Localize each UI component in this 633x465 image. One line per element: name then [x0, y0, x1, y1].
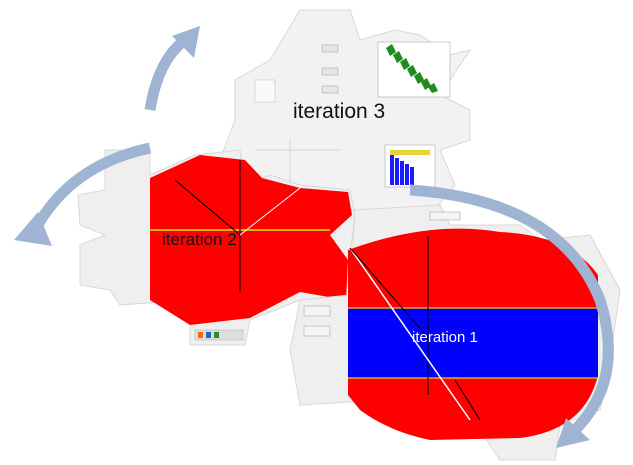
- gear-3-button-1: [321, 44, 339, 53]
- cycle-arrow-top-icon: [144, 35, 189, 111]
- gear-3-chart-1-marks: [386, 44, 438, 93]
- gear-1-top-tab: [429, 211, 461, 221]
- iteration-1-label: iteration 1: [412, 329, 478, 346]
- gear-iteration-3: [219, 9, 472, 221]
- gear-1-button-run: [303, 305, 331, 317]
- gear-3-button-3: [321, 85, 339, 94]
- gear-iteration-1: [289, 204, 621, 461]
- gear-1-blue-band: [348, 308, 598, 378]
- iteration-3-label: iteration 3: [293, 100, 386, 123]
- iteration-2-label: iteration 2: [162, 230, 237, 249]
- gear-1-button-done: [303, 325, 331, 337]
- gear-iteration-2: [77, 149, 356, 346]
- gear-3-panel: [254, 79, 276, 103]
- gear-3-chart-2-bars: [390, 150, 430, 185]
- gear-3-button-2: [321, 67, 339, 76]
- cycle-arrow-right-icon: [409, 184, 614, 434]
- cycle-arrows: [14, 26, 614, 448]
- cycle-arrow-left-icon: [30, 142, 152, 233]
- gear-2-red-shape: [150, 155, 352, 325]
